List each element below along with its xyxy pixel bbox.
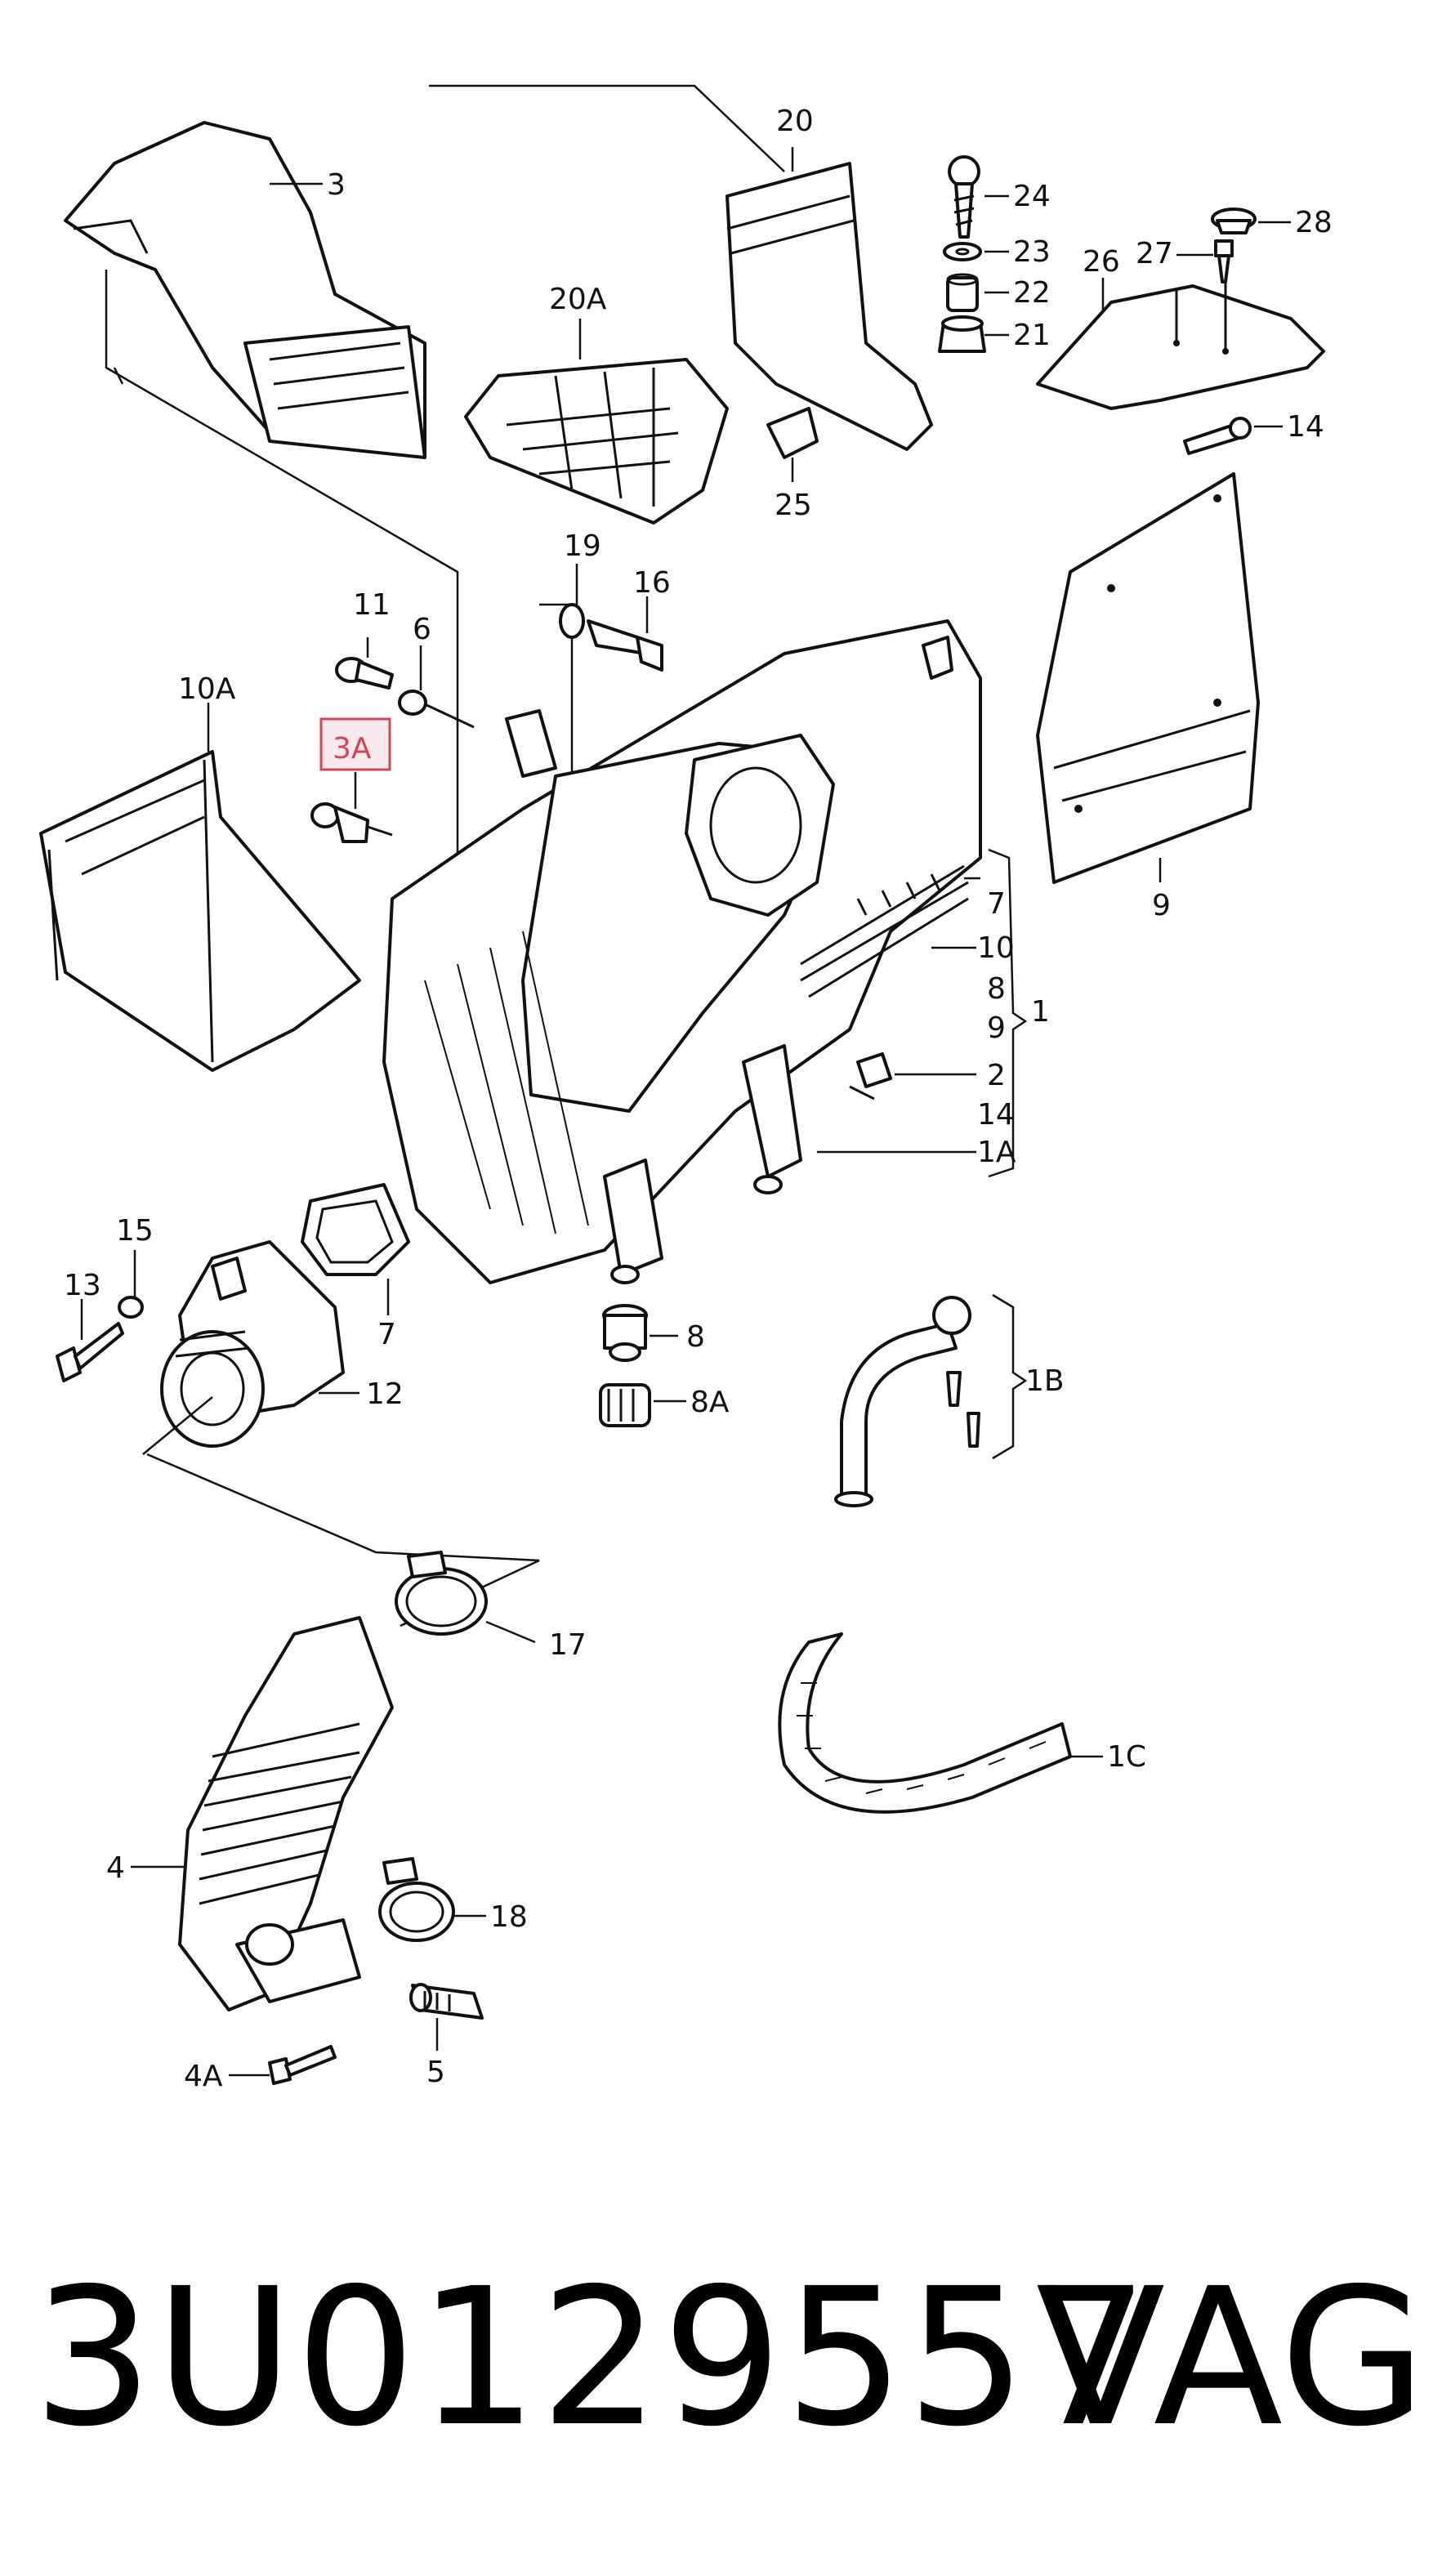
washer-part-23 bbox=[943, 242, 982, 261]
brand-name: VAG bbox=[1035, 2248, 1426, 2468]
callout-18: 18 bbox=[490, 1900, 528, 1934]
callout-2: 2 bbox=[987, 1059, 1006, 1092]
hose-clamp-part-17 bbox=[395, 1551, 488, 1636]
callout-15: 15 bbox=[116, 1214, 154, 1248]
intake-hose-part-4 bbox=[178, 1616, 394, 2011]
callout-1c: 1C bbox=[1107, 1740, 1146, 1774]
callout-8a: 8A bbox=[690, 1386, 730, 1419]
gasket-part-7 bbox=[301, 1183, 410, 1276]
fastener-part-3a bbox=[310, 772, 393, 843]
callout-8: 8 bbox=[686, 1320, 705, 1354]
callout-28: 28 bbox=[1295, 206, 1333, 239]
foam-seal-part-1c bbox=[778, 1632, 1072, 1814]
group-bracket-1b bbox=[992, 1293, 1028, 1460]
callout-1a: 1A bbox=[977, 1136, 1016, 1169]
spacer-part-22 bbox=[946, 273, 979, 312]
callout-21: 21 bbox=[1013, 319, 1051, 352]
callout-4: 4 bbox=[106, 1851, 125, 1885]
callout-22: 22 bbox=[1013, 276, 1051, 310]
callout-14-group: 14 bbox=[977, 1098, 1015, 1132]
highlight-box-3a bbox=[319, 717, 391, 771]
screw-part-27 bbox=[1214, 239, 1234, 283]
intake-scoop-part-20a bbox=[464, 358, 729, 525]
callout-20a: 20A bbox=[549, 283, 607, 316]
part-number-footer: 3U0129557 VAG bbox=[0, 2239, 1451, 2549]
leader-17 bbox=[485, 1620, 536, 1644]
air-duct-part-3 bbox=[64, 121, 426, 459]
heat-shield-part-26 bbox=[1036, 278, 1325, 410]
washer-part-19 bbox=[559, 603, 585, 639]
callout-12: 12 bbox=[366, 1377, 404, 1411]
callout-27: 27 bbox=[1136, 237, 1173, 270]
callout-9: 9 bbox=[1152, 889, 1171, 922]
callout-17: 17 bbox=[549, 1628, 587, 1662]
callout-4a: 4A bbox=[184, 2060, 223, 2093]
callout-3: 3 bbox=[327, 168, 346, 202]
side-panel-part-9 bbox=[1036, 472, 1260, 884]
cap-part-28 bbox=[1211, 208, 1257, 234]
bolt-part-4a bbox=[268, 2045, 337, 2085]
washer-part-6 bbox=[398, 690, 475, 729]
screw-part-24 bbox=[948, 155, 980, 239]
rubber-mount-part-8a bbox=[599, 1383, 651, 1427]
callout-25: 25 bbox=[775, 489, 812, 522]
sensor-part-5 bbox=[409, 1983, 484, 2020]
callout-1: 1 bbox=[1031, 995, 1050, 1029]
callout-16: 16 bbox=[633, 566, 671, 600]
callout-7-top: 7 bbox=[987, 887, 1006, 921]
callout-23: 23 bbox=[1013, 235, 1051, 269]
assembly-boundary-lines bbox=[105, 84, 785, 899]
callout-26: 26 bbox=[1083, 245, 1120, 279]
callout-10a: 10A bbox=[178, 672, 236, 706]
bolt-part-13 bbox=[56, 1322, 124, 1382]
washer-part-15 bbox=[118, 1296, 144, 1319]
callout-19: 19 bbox=[564, 529, 601, 563]
bolt-part-16 bbox=[587, 619, 663, 672]
group-bracket-1 bbox=[988, 848, 1028, 1178]
callout-6: 6 bbox=[413, 613, 431, 646]
rubber-mount-part-8 bbox=[602, 1304, 648, 1362]
inlet-guide-part-10a bbox=[39, 750, 361, 1072]
callout-13: 13 bbox=[64, 1269, 101, 1302]
callout-1b: 1B bbox=[1025, 1364, 1065, 1398]
callout-3a: 3A bbox=[333, 732, 372, 766]
clip-part-2 bbox=[849, 1052, 892, 1100]
vent-hose-part-1b bbox=[834, 1296, 980, 1507]
part-number: 3U0129557 bbox=[33, 2248, 1151, 2468]
callout-11: 11 bbox=[353, 588, 391, 622]
callout-7: 7 bbox=[377, 1318, 396, 1351]
callout-9-group: 9 bbox=[987, 1011, 1006, 1045]
bolt-part-11 bbox=[335, 657, 394, 690]
screw-part-14-top bbox=[1183, 417, 1252, 455]
callout-10: 10 bbox=[977, 931, 1015, 965]
callout-14-top: 14 bbox=[1287, 410, 1324, 444]
callout-20: 20 bbox=[776, 105, 814, 138]
callout-5: 5 bbox=[426, 2056, 445, 2089]
bracket-part-20 bbox=[726, 162, 933, 459]
hose-clamp-part-18 bbox=[378, 1857, 455, 1942]
callout-24: 24 bbox=[1013, 180, 1051, 213]
grommet-part-21 bbox=[938, 315, 986, 353]
exploded-parts-diagram: 3 20 25 24 23 22 21 28 bbox=[39, 84, 1333, 2093]
callout-8-group: 8 bbox=[987, 972, 1006, 1006]
air-filter-housing-part-1 bbox=[382, 619, 982, 1284]
